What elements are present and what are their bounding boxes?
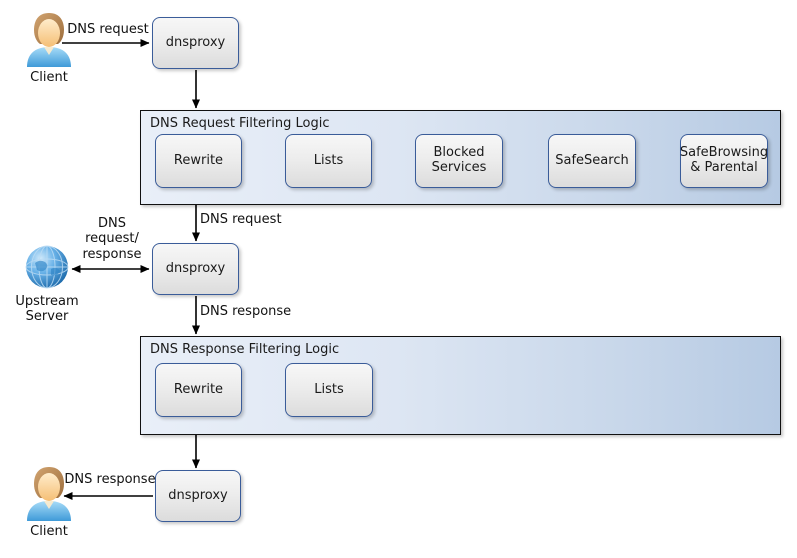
stage-box-rewrite-request[interactable]: Rewrite — [155, 134, 242, 188]
stage-box-safebrowsing-parental[interactable]: SafeBrowsing & Parental — [680, 134, 768, 188]
stage-box-safesearch[interactable]: SafeSearch — [548, 134, 636, 188]
upstream-server-icon-holder — [21, 241, 73, 293]
dnsproxy-box-middle[interactable]: dnsproxy — [152, 243, 239, 295]
group-response-filtering: DNS Response Filtering Logic — [140, 336, 781, 435]
person-icon — [27, 13, 71, 67]
edge-label-proxy-to-group: DNS response — [200, 304, 292, 319]
stage-box-blocked-services[interactable]: Blocked Services — [415, 134, 503, 188]
edge-label-proxy-to-upstream: DNS request/ response — [82, 216, 142, 262]
person-icon — [27, 467, 71, 521]
avatar — [22, 10, 76, 68]
avatar-bottom — [22, 464, 76, 522]
edge-label-group-to-proxy: DNS request — [200, 212, 282, 227]
edge-label-proxy-to-client: DNS response — [64, 472, 156, 487]
edge-label-client-to-proxy: DNS request — [67, 22, 149, 37]
stage-box-lists-response[interactable]: Lists — [285, 363, 373, 417]
actor-caption-upstream: Upstream Server — [15, 294, 79, 325]
actor-caption-client-bottom: Client — [30, 524, 68, 539]
stage-box-lists-request[interactable]: Lists — [285, 134, 372, 188]
dnsproxy-box-bottom[interactable]: dnsproxy — [155, 470, 241, 522]
actor-caption-client-top: Client — [30, 70, 68, 85]
dnsproxy-box-top[interactable]: dnsproxy — [152, 17, 239, 69]
group-title-response-filtering: DNS Response Filtering Logic — [150, 342, 340, 357]
stage-box-rewrite-response[interactable]: Rewrite — [155, 363, 242, 417]
globe-icon — [25, 245, 69, 289]
group-title-request-filtering: DNS Request Filtering Logic — [150, 116, 330, 131]
